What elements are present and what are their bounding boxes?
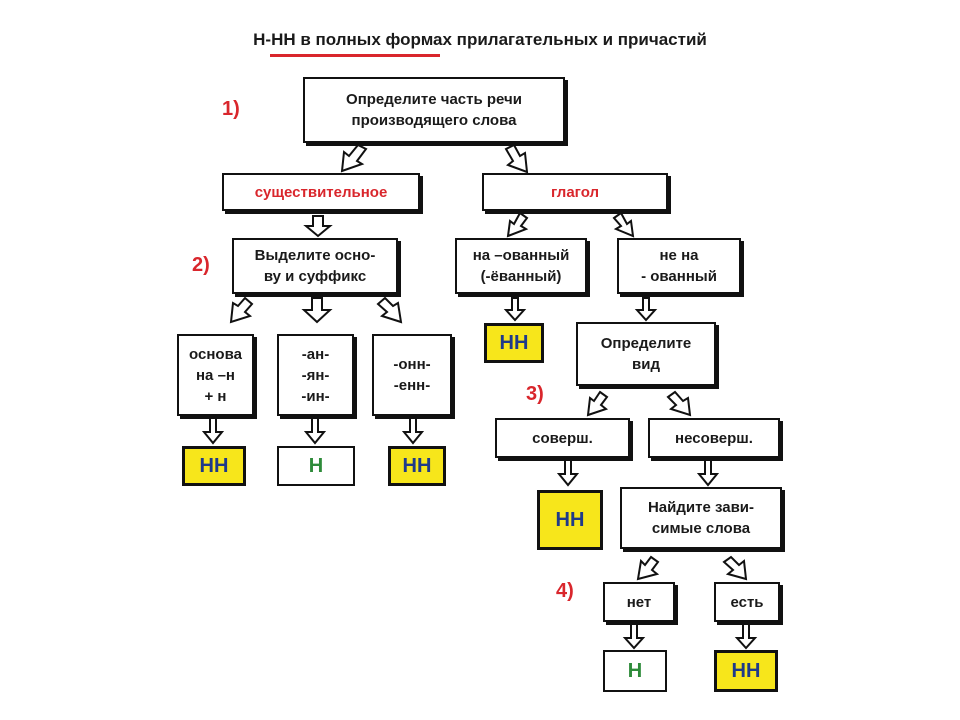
arrow-imperf-find [696,459,720,487]
arrow-child2-res [303,417,327,445]
node-root: Определите часть речи производящего слов… [303,77,565,143]
node-no: нет [603,582,675,622]
title-underline [270,54,440,57]
diagram-title: Н-НН в полных формах прилагательных и пр… [253,30,707,49]
arrow-verb-notovan [612,211,635,238]
step-4: 4) [556,580,574,602]
node-stem-n: основа на –н + н [177,334,254,416]
arrow-child3-res [401,417,425,445]
arrow-no-res [622,623,646,650]
step-2: 2) [192,254,210,276]
arrow-aspect-imperf [666,390,692,417]
node-an-yan-in: -ан- -ян- -ин- [277,334,354,416]
arrow-root-noun [340,143,368,173]
result-n-no-dependents: Н [603,650,667,692]
result-nn-ovan: НН [484,323,544,363]
node-perfective: соверш. [495,418,630,458]
arrow-aspect-perf [586,390,609,417]
node-not-ovan: не на - ованный [617,238,741,294]
node-stem-suffix: Выделите осно- ву и суффикс [232,238,398,294]
arrow-yes-res [734,623,758,650]
node-yes: есть [714,582,780,622]
node-ovan: на –ованный (-ёванный) [455,238,587,294]
step-1: 1) [222,98,240,120]
arrow-find-yes [722,555,748,581]
arrow-notovan-aspect [634,297,658,322]
arrow-verb-ovan [506,211,529,238]
arrow-child1-res [201,417,225,445]
arrow-stem-3 [376,296,403,324]
arrow-find-no [636,555,660,581]
result-nn-perfective: НН [537,490,603,550]
result-nn-stem: НН [182,446,246,486]
result-nn-has-dependents: НН [714,650,778,692]
node-verb: глагол [482,173,668,211]
result-nn-suffix: НН [388,446,446,486]
arrow-perf-res [556,459,580,487]
node-imperfective: несоверш. [648,418,780,458]
arrow-stem-1 [229,296,254,324]
node-define-aspect: Определите вид [576,322,716,386]
arrow-ovan-res [503,297,527,322]
result-n-suffix: Н [277,446,355,486]
arrow-stem-2 [301,297,333,324]
arrow-root-verb [504,143,529,174]
node-noun: существительное [222,173,420,211]
step-3: 3) [526,383,544,405]
arrow-noun-stem [303,215,333,238]
node-onn-enn: -онн- -енн- [372,334,452,416]
node-find-dependents: Найдите зави- симые слова [620,487,782,549]
